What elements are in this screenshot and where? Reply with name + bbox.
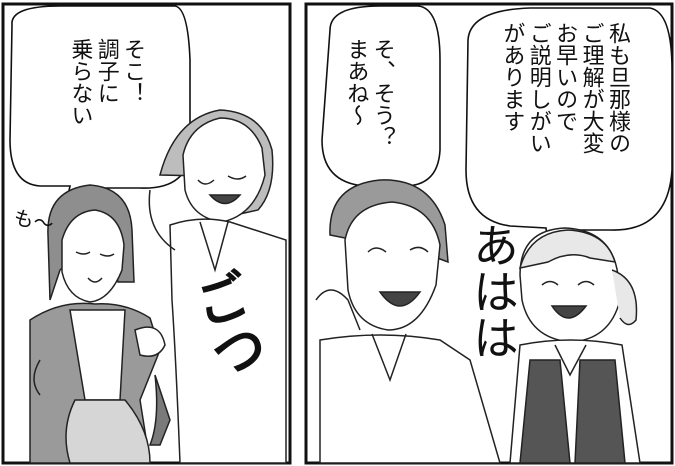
woman-left-panel [29,184,171,464]
woman-right-panel [509,227,641,464]
sfx-laugh-text: あはは [466,222,520,360]
speech-bubble-man [321,5,441,208]
speech-text-woman: 私も旦那様の ご理解が大変 お早いので ご説明しがい があります [499,22,630,154]
right-panel-art [315,5,673,464]
man-left-panel [148,109,287,464]
speech-text-man: そ、そう？ まあね〜 [343,38,395,148]
man-right-panel [315,179,501,464]
speech-bubble-woman [465,7,673,251]
left-panel-art [9,5,287,464]
speech-text-left: そこ！ 調子に 乗らない [67,38,146,126]
